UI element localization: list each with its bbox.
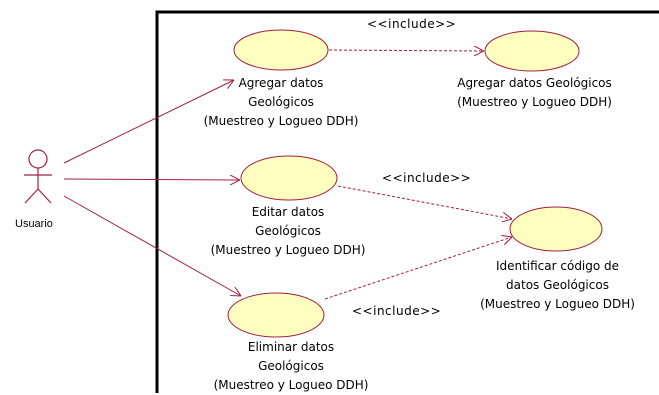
use-case-label-agregar: Agregar datos Geológicos (Muestreo y Log… <box>191 74 371 131</box>
actor-name: Usuario <box>15 218 53 230</box>
association-eliminar <box>63 195 241 296</box>
use-case-label-line: Geológicos <box>258 359 324 373</box>
use-case-label-line: Geológicos <box>248 95 314 109</box>
include-line-3 <box>324 237 512 300</box>
use-case-label-line: datos Geológicos <box>506 278 609 292</box>
use-case-ellipse-agregar-include <box>484 30 580 72</box>
use-case-label-line: Editar datos <box>251 205 325 219</box>
actor-icon <box>24 149 52 204</box>
use-case-label-line: Geológicos <box>255 224 321 238</box>
include-label-2: <<include>> <box>382 171 472 185</box>
include-label-1: <<include>> <box>367 17 457 31</box>
use-case-label-line: (Muestreo y Logueo DDH) <box>480 297 635 311</box>
use-case-label-line: (Muestreo y Logueo DDH) <box>203 114 359 128</box>
system-boundary <box>155 10 659 393</box>
include-label-3: <<include>> <box>352 304 442 318</box>
use-case-ellipse-identificar <box>509 206 603 252</box>
use-case-ellipse-agregar <box>233 29 329 71</box>
use-case-label-line: Eliminar datos <box>247 340 335 354</box>
use-case-label-eliminar: Eliminar datos Geológicos (Muestreo y Lo… <box>201 338 381 395</box>
use-case-label-line: Agregar datos Geológicos <box>457 76 612 90</box>
use-case-ellipse-editar <box>240 155 338 201</box>
use-case-label-editar: Editar datos Geológicos (Muestreo y Logu… <box>198 203 378 260</box>
use-case-label-identificar: Identificar código de datos Geológicos (… <box>465 257 650 314</box>
association-agregar <box>63 80 234 164</box>
use-case-label-line: (Muestreo y Logueo DDH) <box>213 378 369 392</box>
include-line-1 <box>328 50 484 51</box>
use-case-label-line: (Muestreo y Logueo DDH) <box>210 243 366 257</box>
include-line-2 <box>337 185 512 219</box>
use-case-ellipse-eliminar <box>227 292 325 338</box>
association-editar <box>63 179 240 180</box>
use-case-label-line: (Muestreo y Logueo DDH) <box>457 95 612 109</box>
use-case-label-agregar-include: Agregar datos Geológicos (Muestreo y Log… <box>442 74 627 112</box>
use-case-label-line: Agregar datos <box>238 76 324 90</box>
use-case-label-line: Identificar código de <box>495 259 620 273</box>
